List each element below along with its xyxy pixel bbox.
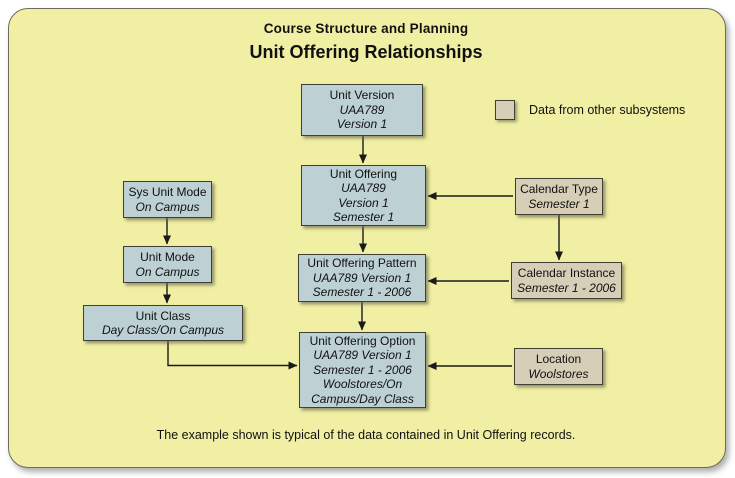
node-location: Location Woolstores bbox=[514, 348, 603, 385]
node-unit-class: Unit Class Day Class/On Campus bbox=[83, 305, 243, 341]
node-calendar-type: Calendar Type Semester 1 bbox=[515, 178, 603, 215]
legend-label: Data from other subsystems bbox=[529, 103, 686, 117]
node-title: Unit Offering Pattern bbox=[307, 256, 417, 271]
node-calendar-instance: Calendar Instance Semester 1 - 2006 bbox=[511, 262, 622, 299]
node-detail: Semester 1 - 2006 bbox=[517, 280, 616, 295]
node-detail: UAA789 Version 1 bbox=[313, 348, 412, 363]
node-title: Location bbox=[535, 352, 582, 367]
node-detail: Semester 1 - 2006 bbox=[313, 362, 412, 377]
node-title: Unit Mode bbox=[140, 250, 195, 265]
node-detail: UAA789 Version 1 bbox=[312, 270, 412, 285]
node-detail: Semester 1 bbox=[332, 209, 395, 224]
node-detail: Woolstores/On Campus/Day Class bbox=[311, 377, 414, 406]
node-detail: On Campus bbox=[135, 199, 200, 214]
node-title: Unit Class bbox=[135, 308, 191, 323]
node-detail: Version 1 bbox=[338, 195, 389, 210]
node-unit-offering-pattern: Unit Offering Pattern UAA789 Version 1 S… bbox=[298, 254, 426, 302]
node-detail: On Campus bbox=[135, 264, 200, 279]
diagram-supertitle: Course Structure and Planning bbox=[263, 21, 469, 36]
node-detail: Semester 1 - 2006 bbox=[312, 285, 412, 300]
node-unit-version: Unit Version UAA789 Version 1 bbox=[301, 84, 423, 136]
node-detail: Woolstores bbox=[528, 366, 589, 381]
node-title: Unit Version bbox=[329, 88, 395, 103]
node-sys-unit-mode: Sys Unit Mode On Campus bbox=[123, 181, 212, 218]
node-detail: UAA789 bbox=[339, 102, 385, 117]
node-title: Unit Offering Option bbox=[309, 333, 416, 348]
node-title: Sys Unit Mode bbox=[128, 185, 207, 200]
diagram-title: Unit Offering Relationships bbox=[249, 42, 483, 62]
node-unit-offering-option: Unit Offering Option UAA789 Version 1 Se… bbox=[299, 332, 426, 408]
node-detail: Semester 1 bbox=[528, 196, 590, 211]
node-title: Calendar Instance bbox=[517, 266, 616, 281]
node-detail: UAA789 bbox=[341, 181, 386, 196]
footnote: The example shown is typical of the data… bbox=[156, 428, 576, 442]
node-detail: Version 1 bbox=[336, 117, 388, 132]
node-title: Calendar Type bbox=[520, 182, 598, 197]
node-unit-offering: Unit Offering UAA789 Version 1 Semester … bbox=[301, 165, 426, 226]
legend-subsystem-swatch bbox=[495, 100, 515, 120]
node-unit-mode: Unit Mode On Campus bbox=[123, 246, 212, 283]
node-title: Unit Offering bbox=[329, 166, 398, 181]
node-detail: Day Class/On Campus bbox=[101, 323, 225, 337]
